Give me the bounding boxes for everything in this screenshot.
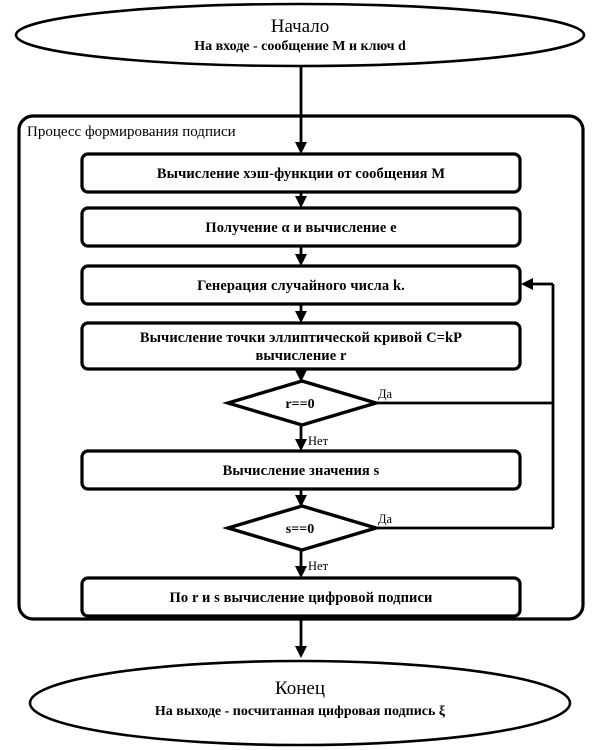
edge-randk-to-curve	[295, 304, 307, 323]
edge-sign-to-end	[295, 616, 307, 658]
edge-r-zero-no-to-calc-s	[295, 425, 307, 451]
decision-s-zero-node[interactable]: s==0 Да Нет	[222, 504, 393, 573]
end-subtitle: На выходе - посчитанная цифровая подпись…	[155, 704, 446, 719]
end-title: Конец	[275, 678, 325, 699]
arrow-head-icon	[295, 370, 307, 382]
step-random-k-node[interactable]: Генерация случайного числа k.	[80, 264, 522, 306]
decision-s-zero-yes-label: Да	[378, 512, 393, 526]
start-subtitle: На входе - сообщение M и ключ d	[194, 39, 406, 54]
edge-hash-to-alpha	[295, 192, 307, 208]
start-terminator-node[interactable]: Начало На входе - сообщение M и ключ d	[14, 2, 586, 68]
arrow-head-icon	[295, 566, 307, 578]
decision-r-zero-yes-label: Да	[378, 387, 393, 401]
step-curve-point-label-line2: вычисление r	[255, 348, 347, 364]
step-calc-s-label: Вычисление значения s	[223, 463, 380, 479]
decision-r-zero-no-label: Нет	[308, 434, 329, 448]
step-hash-node[interactable]: Вычисление хэш-функции от сообщения M	[80, 152, 522, 194]
decision-r-zero-label: r==0	[285, 397, 314, 412]
arrow-head-icon	[295, 311, 307, 323]
step-sign-node[interactable]: По r и s вычисление цифровой подписи	[80, 576, 522, 618]
edge-curve-to-decision-r	[295, 369, 307, 382]
decision-s-zero-no-label: Нет	[308, 559, 329, 573]
step-alpha-node[interactable]: Получение α и вычисление e	[80, 206, 522, 248]
feedback-loop-edge	[521, 278, 555, 528]
step-random-k-label: Генерация случайного числа k.	[197, 278, 405, 294]
arrow-head-icon	[295, 196, 307, 208]
edge-calc-s-to-decision-s	[295, 489, 307, 507]
arrow-head-icon	[295, 646, 307, 658]
step-curve-point-label-line1: Вычисление точки эллиптической кривой C=…	[140, 330, 462, 346]
process-container-label: Процесс формирования подписи	[27, 124, 236, 140]
step-alpha-label: Получение α и вычисление e	[205, 220, 397, 236]
arrow-head-icon	[521, 278, 533, 290]
edge-s-zero-no-to-sign	[295, 550, 307, 578]
edge-start-to-hash	[295, 66, 307, 154]
step-curve-point-node[interactable]: Вычисление точки эллиптической кривой C=…	[80, 321, 522, 371]
edge-alpha-to-randk	[295, 246, 307, 266]
step-calc-s-node[interactable]: Вычисление значения s	[80, 449, 522, 491]
step-hash-label: Вычисление хэш-функции от сообщения M	[157, 166, 445, 182]
decision-s-zero-label: s==0	[286, 522, 314, 537]
arrow-head-icon	[295, 495, 307, 507]
start-title: Начало	[271, 16, 330, 37]
arrow-head-icon	[295, 142, 307, 154]
arrow-head-icon	[295, 439, 307, 451]
end-ellipse-shape	[28, 659, 572, 747]
decision-r-zero-node[interactable]: r==0 Да Нет	[222, 379, 393, 448]
step-sign-label: По r и s вычисление цифровой подписи	[170, 590, 433, 606]
end-terminator-node[interactable]: Конец На выходе - посчитанная цифровая п…	[28, 659, 572, 747]
arrow-head-icon	[295, 254, 307, 266]
